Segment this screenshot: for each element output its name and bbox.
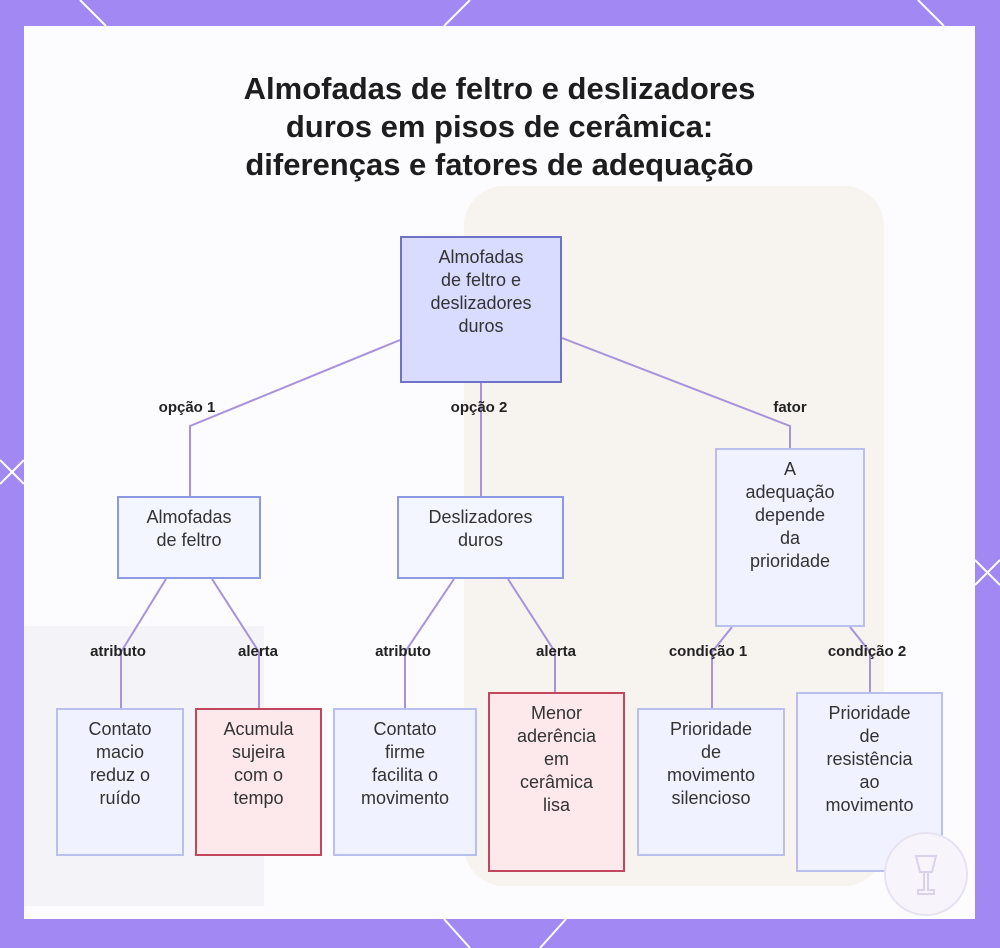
connector-root-factor xyxy=(561,337,791,448)
node-felt-pads: Almofadas de feltro xyxy=(117,496,261,579)
edge-label-option1: opção 1 xyxy=(158,399,216,416)
edge-label-hard-alert: alerta xyxy=(535,643,577,660)
edge-label-felt-alert: alerta xyxy=(237,643,279,660)
edge-label-hard-attr: atributo xyxy=(375,643,431,660)
node-felt-attribute: Contato macio reduz o ruído xyxy=(56,708,184,856)
title-line-3: diferenças e fatores de adequação xyxy=(245,147,754,182)
node-hard-sliders: Deslizadores duros xyxy=(397,496,564,579)
edge-label-felt-attr: atributo xyxy=(90,643,146,660)
watermark-glyph xyxy=(914,855,938,895)
diagram-panel: Almofadas de feltro e deslizadores duros… xyxy=(24,26,975,919)
node-condition-1: Prioridade de movimento silencioso xyxy=(637,708,785,856)
connectors xyxy=(120,337,871,708)
node-hard-attribute: Contato firme facilita o movimento xyxy=(333,708,477,856)
connector-root-felt xyxy=(189,339,401,496)
node-condition-2: Prioridade de resistência ao movimento xyxy=(796,692,943,872)
diagram-title: Almofadas de feltro e deslizadores duros… xyxy=(24,70,975,184)
edge-label-option2: opção 2 xyxy=(450,399,508,416)
node-root: Almofadas de feltro e deslizadores duros xyxy=(400,236,562,383)
connector-hard-alert xyxy=(507,578,556,692)
connector-factor-cond1 xyxy=(711,626,733,708)
title-line-1: Almofadas de feltro e deslizadores xyxy=(243,71,756,106)
connector-hard-attr xyxy=(404,578,455,708)
connector-felt-alert xyxy=(211,578,260,708)
connector-factor-cond2 xyxy=(849,626,871,692)
edge-label-cond2: condição 2 xyxy=(827,643,907,660)
connector-felt-attr xyxy=(120,578,167,708)
title-line-2: duros em pisos de cerâmica: xyxy=(285,109,714,144)
watermark-logo-icon xyxy=(884,832,968,916)
node-felt-alert: Acumula sujeira com o tempo xyxy=(195,708,322,856)
edge-label-cond1: condição 1 xyxy=(668,643,748,660)
edge-label-factor: fator xyxy=(773,399,807,416)
node-hard-alert: Menor aderência em cerâmica lisa xyxy=(488,692,625,872)
node-factor: A adequação depende da prioridade xyxy=(715,448,865,627)
